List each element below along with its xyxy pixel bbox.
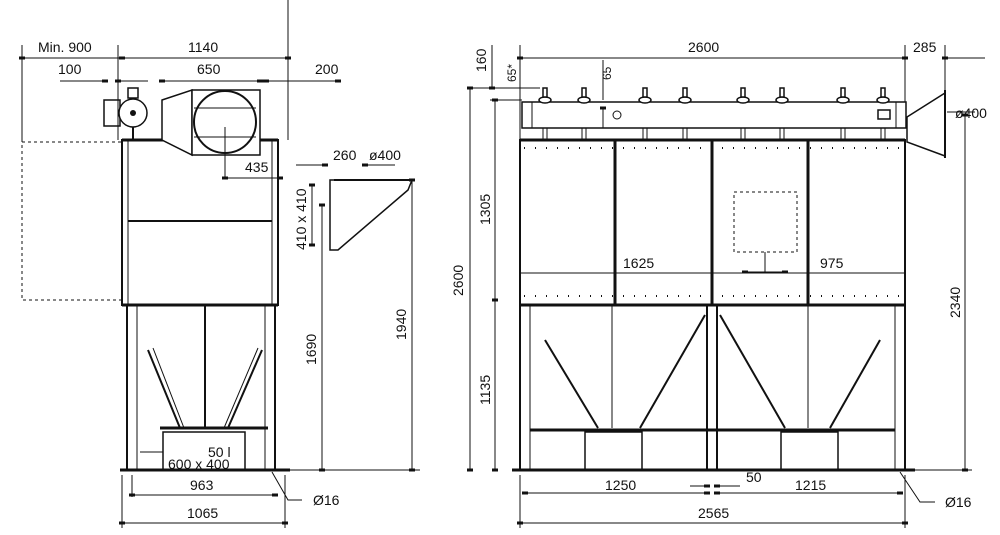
dust-bin-left xyxy=(584,431,643,471)
dim-width-top: 1140 xyxy=(188,39,218,55)
dim-inlet-offset: 200 xyxy=(315,61,339,77)
legs-and-hopper xyxy=(120,305,290,472)
valve xyxy=(678,87,692,141)
front-dimensions: Min. 900 1140 100 650 200 435 260 ø400 4… xyxy=(19,0,420,528)
dim-door-right: 975 xyxy=(820,255,844,271)
dim-outlet-height: 2340 xyxy=(947,287,963,318)
valve xyxy=(876,87,890,141)
dim-leg-span: 2565 xyxy=(698,505,729,521)
dim-side-anchor-hole: Ø16 xyxy=(945,494,972,510)
dim-bracket-opening: 410 x 410 xyxy=(293,188,309,250)
dim-filter-height: 1305 xyxy=(477,194,493,225)
dim-valve-spacing: 65 xyxy=(600,66,614,80)
wall-bracket xyxy=(329,179,414,251)
dim-center-gap: 50 xyxy=(746,469,762,485)
service-clearance-area xyxy=(21,141,123,301)
dust-bin xyxy=(162,431,246,471)
dim-outlet-diameter: ø400 xyxy=(955,105,987,121)
dim-hopper-height: 1135 xyxy=(477,375,493,405)
dim-inlet-center: 435 xyxy=(245,159,269,175)
side-dimensions: 2600 285 160 65* 65 ø400 1305 2600 1625 … xyxy=(450,39,987,528)
dim-height-inlet: 1690 xyxy=(303,334,319,365)
dim-length: 2600 xyxy=(688,39,719,55)
valve xyxy=(577,87,591,141)
inlet-flange xyxy=(161,88,261,157)
dim-total-height: 2600 xyxy=(450,265,466,296)
dim-door-left: 1625 xyxy=(623,255,654,271)
inspection-door xyxy=(733,191,798,253)
dim-inlet-width: 650 xyxy=(197,61,221,77)
dim-bracket-diameter: ø400 xyxy=(369,147,401,163)
valve xyxy=(775,87,789,141)
front-view: Min. 900 1140 100 650 200 435 260 ø400 4… xyxy=(19,0,420,528)
dim-min-clearance: Min. 900 xyxy=(38,39,92,55)
dim-bracket-depth: 260 xyxy=(333,147,357,163)
dim-motor-offset: 100 xyxy=(58,61,82,77)
side-legs-and-hoppers xyxy=(512,305,915,472)
filter-housing xyxy=(519,138,906,307)
dim-leg-span-outer: 1065 xyxy=(187,505,218,521)
dim-leg-span-inner: 963 xyxy=(190,477,214,493)
dim-hopper-left: 1250 xyxy=(605,477,636,493)
pulse-manifold xyxy=(521,87,907,141)
side-view: 2600 285 160 65* 65 ø400 1305 2600 1625 … xyxy=(450,39,987,528)
fan-motor xyxy=(103,87,148,140)
dim-anchor-hole: Ø16 xyxy=(313,492,340,508)
dim-height-bracket: 1940 xyxy=(393,309,409,340)
label-bin-volume: 50 l xyxy=(208,444,231,460)
dim-hopper-right: 1215 xyxy=(795,477,826,493)
valve xyxy=(538,87,552,141)
outlet-cone xyxy=(906,91,946,158)
valve xyxy=(736,87,750,141)
dim-top-height: 160 xyxy=(473,48,489,72)
dim-pipe-offset: 65* xyxy=(505,64,519,82)
dim-outlet-length: 285 xyxy=(913,39,937,55)
label-bin-size: 600 x 400 xyxy=(168,456,230,472)
dust-bin-right xyxy=(780,431,839,471)
